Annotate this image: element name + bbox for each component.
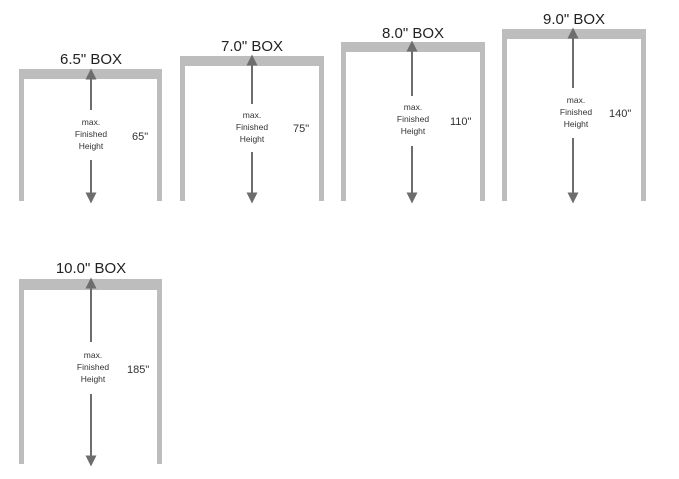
box-left-wall <box>180 66 185 201</box>
caption-line-2: Finished <box>77 362 109 372</box>
caption-line-2: Finished <box>75 129 107 139</box>
box-right-wall <box>157 290 162 464</box>
box-left-wall <box>341 52 346 201</box>
max-height-value: 185" <box>127 364 149 376</box>
box-title: 10.0" BOX <box>56 260 126 277</box>
box-6-5: 6.5" BOX max. Finished Height 65" <box>19 51 162 204</box>
caption-line-3: Height <box>81 374 106 384</box>
box-8-0: 8.0" BOX max. Finished Height 110" <box>341 25 485 204</box>
caption-line-1: max. <box>84 350 102 360</box>
caption-line-2: Finished <box>397 114 429 124</box>
caption-line-3: Height <box>79 141 104 151</box>
box-10-0: 10.0" BOX max. Finished Height 185" <box>19 260 162 467</box>
box-right-wall <box>641 39 646 201</box>
caption-line-2: Finished <box>560 107 592 117</box>
box-title: 9.0" BOX <box>543 11 605 28</box>
caption-line-1: max. <box>404 102 422 112</box>
caption-line-1: max. <box>243 110 261 120</box>
box-9-0: 9.0" BOX max. Finished Height 140" <box>502 11 646 204</box>
box-title: 8.0" BOX <box>382 25 444 42</box>
box-7-0: 7.0" BOX max. Finished Height 75" <box>180 38 324 204</box>
box-right-wall <box>157 79 162 201</box>
box-left-wall <box>19 290 24 464</box>
box-title: 7.0" BOX <box>221 38 283 55</box>
max-height-value: 75" <box>293 123 309 135</box>
caption-line-1: max. <box>567 95 585 105</box>
box-right-wall <box>480 52 485 201</box>
caption-line-1: max. <box>82 117 100 127</box>
box-right-wall <box>319 66 324 201</box>
box-left-wall <box>502 39 507 201</box>
caption-line-3: Height <box>564 119 589 129</box>
box-left-wall <box>19 79 24 201</box>
max-height-value: 110" <box>450 116 472 128</box>
caption-line-3: Height <box>401 126 426 136</box>
caption-line-3: Height <box>240 134 265 144</box>
caption-line-2: Finished <box>236 122 268 132</box>
box-title: 6.5" BOX <box>60 51 122 68</box>
max-height-value: 65" <box>132 131 148 143</box>
max-height-value: 140" <box>609 108 631 120</box>
